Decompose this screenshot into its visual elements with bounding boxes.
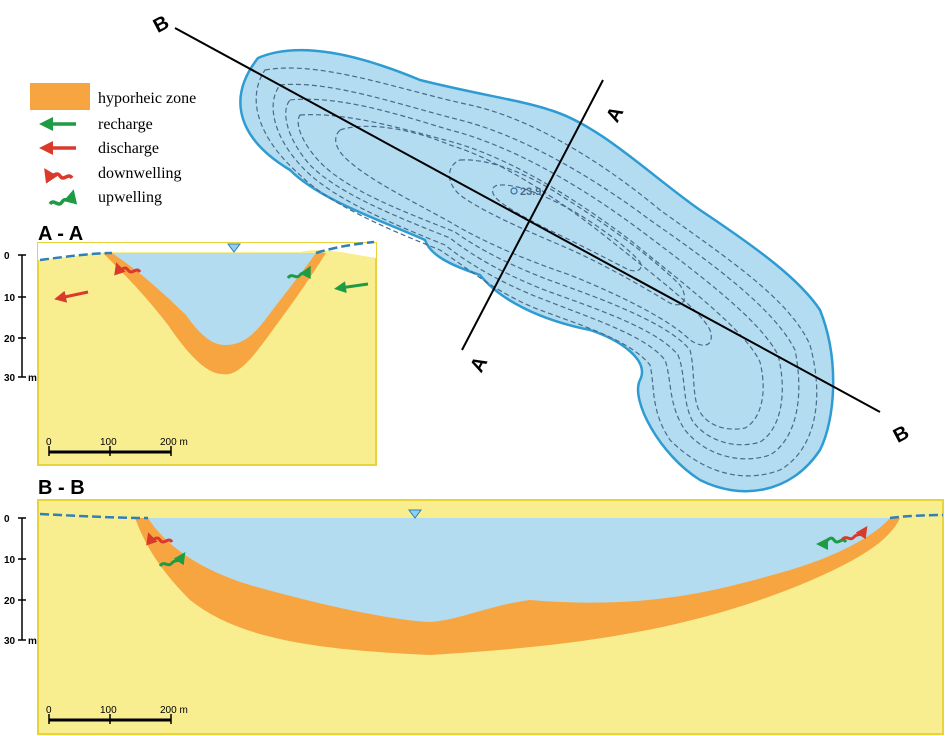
depth-contour (448, 159, 685, 306)
depth-contour (297, 114, 764, 430)
section-aa-ground-surface (38, 243, 376, 260)
legend-hyporheic-label: hyporheic zone (98, 90, 196, 107)
discharge-arrow-icon (54, 290, 89, 303)
recharge-arrow-icon (334, 281, 369, 294)
depth-unit-label: m (28, 373, 37, 384)
section-aa-depth-axis: 0 10 20 30 m (4, 251, 37, 384)
downwelling-icon (44, 168, 74, 184)
section-b-label-start: B (150, 11, 173, 37)
section-aa: A - A 0 10 20 30 m 0 100 (4, 223, 377, 466)
water-level-icon (408, 509, 422, 519)
section-aa-water (112, 253, 316, 345)
section-bb: B - B 0 10 20 30 m 0 100 20 (4, 477, 944, 735)
depth-tick-label: 0 (4, 514, 10, 525)
depth-unit-label: m (28, 636, 37, 647)
section-aa-scale-bar: 0 100 200 m (46, 437, 188, 456)
depth-tick-label: 20 (4, 596, 16, 607)
legend-upwelling-label: upwelling (98, 189, 162, 206)
scale-tick-label: 200 m (160, 437, 188, 448)
depth-tick-label: 10 (4, 555, 16, 566)
legend-hyporheic-swatch (30, 83, 90, 110)
upwelling-icon (48, 189, 78, 206)
section-bb-scale-bar: 0 100 200 m (46, 705, 188, 724)
section-b-label-end: B (890, 421, 913, 447)
legend-downwelling-label: downwelling (98, 165, 182, 182)
depth-tick-label: 20 (4, 334, 16, 345)
section-bb-water-table (39, 512, 944, 520)
depth-tick-label: 30 (4, 636, 16, 647)
downwelling-icon (146, 532, 174, 546)
depth-tick-label: 10 (4, 293, 16, 304)
lake-map: 23.9 B B A A (150, 11, 913, 493)
water-level-icon (227, 243, 241, 253)
scale-tick-label: 0 (46, 705, 52, 716)
depth-contour (335, 125, 712, 346)
section-aa-title: A - A (38, 223, 83, 245)
section-aa-water-table (39, 240, 375, 262)
scale-tick-label: 0 (46, 437, 52, 448)
depth-tick-label: 30 (4, 373, 16, 384)
section-bb-title: B - B (38, 477, 85, 499)
downwelling-icon (114, 262, 142, 276)
upwelling-icon (158, 552, 186, 567)
depth-contours (255, 67, 818, 477)
depth-tick-label: 0 (4, 251, 10, 262)
depth-contour (255, 67, 818, 477)
section-a-label-end: A (466, 353, 492, 376)
legend: hyporheic zone recharge discharge downwe… (30, 83, 196, 206)
downwelling-icon (840, 526, 868, 541)
scale-tick-label: 200 m (160, 705, 188, 716)
legend-recharge-label: recharge (98, 116, 153, 133)
depth-contour (285, 98, 783, 446)
lake-outline (239, 48, 835, 493)
section-bb-depth-axis: 0 10 20 30 m (4, 514, 37, 647)
max-depth-point (510, 187, 518, 195)
max-depth-label: 23.9 (520, 186, 541, 198)
section-a-label-start: A (602, 103, 628, 126)
scale-tick-label: 100 (100, 437, 117, 448)
upwelling-icon (286, 265, 311, 280)
scale-tick-label: 100 (100, 705, 117, 716)
depth-contour (272, 83, 800, 460)
depth-contour (491, 184, 642, 272)
section-bb-water (148, 518, 890, 622)
legend-discharge-label: discharge (98, 140, 159, 157)
